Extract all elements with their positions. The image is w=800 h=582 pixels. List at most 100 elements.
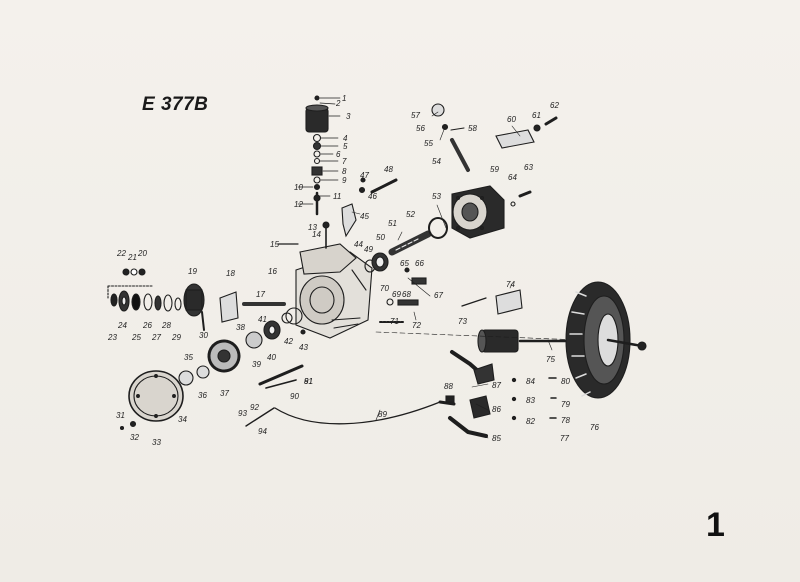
- part-jet-8: [311, 166, 323, 176]
- part-label: 67: [434, 291, 443, 300]
- part-cover-33: [128, 370, 184, 422]
- part-label: 14: [312, 230, 321, 239]
- part-label: 33: [152, 438, 161, 447]
- part-screw-47: [360, 177, 366, 183]
- part-label: 3: [346, 112, 351, 121]
- part-label: 40: [267, 353, 276, 362]
- part-label: 28: [161, 321, 171, 330]
- part-washer-6: [313, 150, 321, 158]
- part-ring-10: [313, 183, 321, 191]
- part-label: 84: [526, 377, 535, 386]
- part-housing-inner: [309, 286, 335, 314]
- part-housing-flange: [299, 243, 357, 275]
- part-label: 72: [412, 321, 421, 330]
- part-screw-46: [358, 186, 366, 194]
- part-label: 23: [107, 333, 117, 342]
- part-bracket-60: [495, 129, 535, 149]
- part-label: 92: [250, 403, 259, 412]
- part-label: 11: [333, 192, 341, 201]
- model-code-heading: E 377B: [142, 94, 209, 115]
- part-label: 8: [342, 167, 347, 176]
- part-label: 85: [492, 434, 501, 443]
- part-label: 30: [199, 331, 208, 340]
- shaft-group: [364, 217, 448, 273]
- part-label: 60: [507, 115, 516, 124]
- part-label: 41: [258, 315, 267, 324]
- part-ring-35: [178, 370, 194, 386]
- part-label: 44: [354, 240, 363, 249]
- part-label: 71: [390, 317, 399, 326]
- part-label: 70: [380, 284, 389, 293]
- part-label: 32: [130, 433, 139, 442]
- part-label: 66: [415, 259, 424, 268]
- part-label: 54: [432, 157, 441, 166]
- part-label: 5: [343, 142, 348, 151]
- part-label: 62: [550, 101, 559, 110]
- part-label: 1: [342, 94, 346, 103]
- part-pin-13-head: [322, 221, 330, 229]
- part-cable-89: [274, 401, 441, 425]
- part-label: 91: [304, 377, 313, 386]
- part-washer-64: [510, 201, 516, 207]
- part-bolt-63: [518, 190, 532, 198]
- part-nut-88: [445, 395, 455, 403]
- part-label: 4: [343, 134, 348, 143]
- part-label: 82: [526, 417, 535, 426]
- part-label: 38: [236, 323, 245, 332]
- part-label: 48: [384, 165, 393, 174]
- side-cover-group: [119, 370, 184, 431]
- part-nut-61: [533, 124, 541, 132]
- page-number: 1: [706, 506, 725, 544]
- part-ring-9: [313, 176, 321, 184]
- part-label: 58: [468, 124, 477, 133]
- top-bracket-group: [495, 116, 558, 207]
- gearbox-group: [451, 185, 505, 239]
- part-label: 61: [532, 111, 541, 120]
- part-ring-36: [196, 365, 210, 379]
- part-bracket-18: [219, 291, 239, 323]
- part-ring-53: [428, 217, 448, 239]
- part-label: 68: [402, 290, 411, 299]
- carburetor-stack-group: [305, 95, 329, 216]
- part-label: 27: [151, 333, 161, 342]
- wheel-hub-group: [375, 289, 581, 353]
- part-label: 31: [116, 411, 125, 420]
- part-ring-7: [313, 157, 321, 165]
- part-bearing-38: [245, 331, 263, 349]
- part-label: 57: [411, 111, 420, 120]
- part-label: 26: [142, 321, 152, 330]
- part-screw-32: [129, 420, 137, 428]
- part-label: 35: [184, 353, 193, 362]
- part-cap-top: [305, 104, 329, 112]
- part-rod-90: [265, 379, 297, 389]
- part-ring-42: [285, 307, 303, 325]
- part-label: 39: [252, 360, 261, 369]
- part-pin-58: [450, 127, 465, 131]
- part-lever-85: [448, 416, 488, 438]
- part-label: 36: [198, 391, 207, 400]
- part-label: 64: [508, 173, 517, 182]
- part-washer-5: [312, 141, 322, 151]
- part-lever-91: [258, 364, 304, 386]
- part-label: 51: [388, 219, 397, 228]
- part-label: 73: [458, 317, 467, 326]
- part-label: 17: [256, 290, 265, 299]
- wheel-group: [565, 281, 647, 399]
- part-label: 59: [490, 165, 499, 174]
- part-bolt-41: [281, 312, 293, 324]
- part-label: 2: [335, 99, 341, 108]
- part-label: 81: [304, 377, 313, 386]
- part-clamp-86: [469, 395, 491, 419]
- part-label: 47: [360, 171, 369, 180]
- lever-rod-group: [245, 364, 456, 427]
- part-label: 29: [171, 333, 181, 342]
- part-label: 83: [526, 396, 535, 405]
- upper-lever-group: [431, 103, 470, 172]
- part-label: 6: [336, 150, 341, 159]
- handle-controls-group: [445, 350, 557, 438]
- part-gearbox-bore: [461, 202, 479, 222]
- part-label: 43: [299, 343, 308, 352]
- part-label: 24: [117, 321, 127, 330]
- part-label: 42: [284, 337, 293, 346]
